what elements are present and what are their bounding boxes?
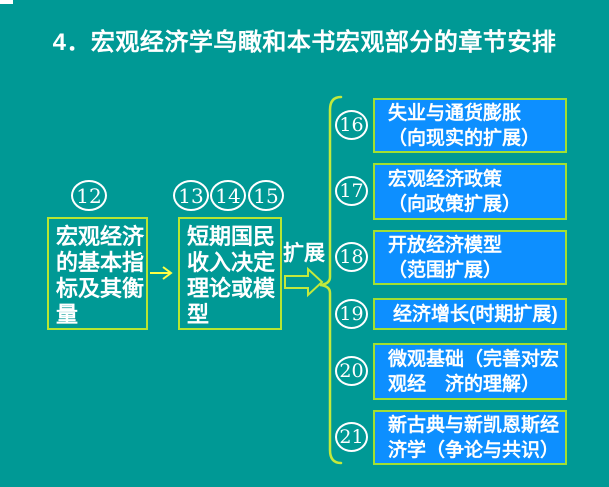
chapter-number-badge-21: 21 xyxy=(335,422,368,452)
chapter-number-badge-20: 20 xyxy=(335,356,368,386)
chapter-number-badge-14: 14 xyxy=(210,180,246,211)
chapter-box-open-economy: 开放经济模型 （范围扩展） xyxy=(373,230,567,285)
chapter-box-new-classical-keynesian: 新古典与新凯恩斯经 济学（争论与共识） xyxy=(373,410,567,465)
chapter-box-line: （范围扩展） xyxy=(388,259,503,281)
chapter-number-badge-13: 13 xyxy=(173,180,209,211)
flow-box-line: 量 xyxy=(56,302,79,327)
chapter-box-micro-foundations: 微观基础（完善对宏 观经 济的理解） xyxy=(373,343,567,400)
chapter-box-line: 失业与通货膨胀 xyxy=(388,102,522,124)
chapter-number-badge-17: 17 xyxy=(335,176,368,206)
chapter-box-line: （向现实的扩展） xyxy=(388,127,541,149)
flow-box-line: 理论或模 xyxy=(187,276,276,301)
chapter-number-badge-19: 19 xyxy=(335,299,368,329)
chapter-box-line: 微观基础（完善对宏 xyxy=(388,348,560,370)
corner-artifact xyxy=(0,0,13,4)
chapter-number-badge-18: 18 xyxy=(335,242,368,272)
curly-brace xyxy=(319,95,343,465)
block-arrow-icon xyxy=(284,266,324,298)
chapter-box-line: 宏观经济政策 xyxy=(388,168,503,190)
chapter-box-line: （向政策扩展） xyxy=(388,193,522,215)
expand-label: 扩展 xyxy=(283,242,325,265)
chapter-number-badge-15: 15 xyxy=(248,180,284,211)
page-title: 4．宏观经济学鸟瞰和本书宏观部分的章节安排 xyxy=(52,29,557,56)
chapter-box-line: 经济增长(时期扩展) xyxy=(393,303,558,325)
chapter-box-line: 开放经济模型 xyxy=(388,234,503,256)
right-arrow-icon xyxy=(150,266,173,280)
chapter-box-line: 新古典与新凯恩斯经 xyxy=(388,414,560,436)
chapter-box-line: 观经 济的理解） xyxy=(388,373,541,395)
chapter-number-badge-12: 12 xyxy=(71,180,107,211)
flow-box-line: 短期国民 xyxy=(187,224,276,249)
flow-box-macro-indicators: 宏观经济 的基本指 标及其衡 量 xyxy=(47,217,148,330)
flow-box-income-determination: 短期国民 收入决定 理论或模 型 xyxy=(178,217,282,330)
chapter-box-macro-policy: 宏观经济政策 （向政策扩展） xyxy=(373,163,567,220)
flow-box-line: 型 xyxy=(187,302,210,327)
flow-box-line: 宏观经济 xyxy=(56,224,145,249)
chapter-box-line: 济学（争论与共识） xyxy=(388,439,560,461)
chapter-number-badge-16: 16 xyxy=(335,110,368,140)
flow-box-line: 标及其衡 xyxy=(56,276,145,301)
chapter-box-economic-growth: 经济增长(时期扩展) xyxy=(373,298,567,330)
chapter-box-unemployment-inflation: 失业与通货膨胀 （向现实的扩展） xyxy=(373,98,567,153)
flow-box-line: 的基本指 xyxy=(56,250,145,275)
flow-box-line: 收入决定 xyxy=(187,250,276,275)
